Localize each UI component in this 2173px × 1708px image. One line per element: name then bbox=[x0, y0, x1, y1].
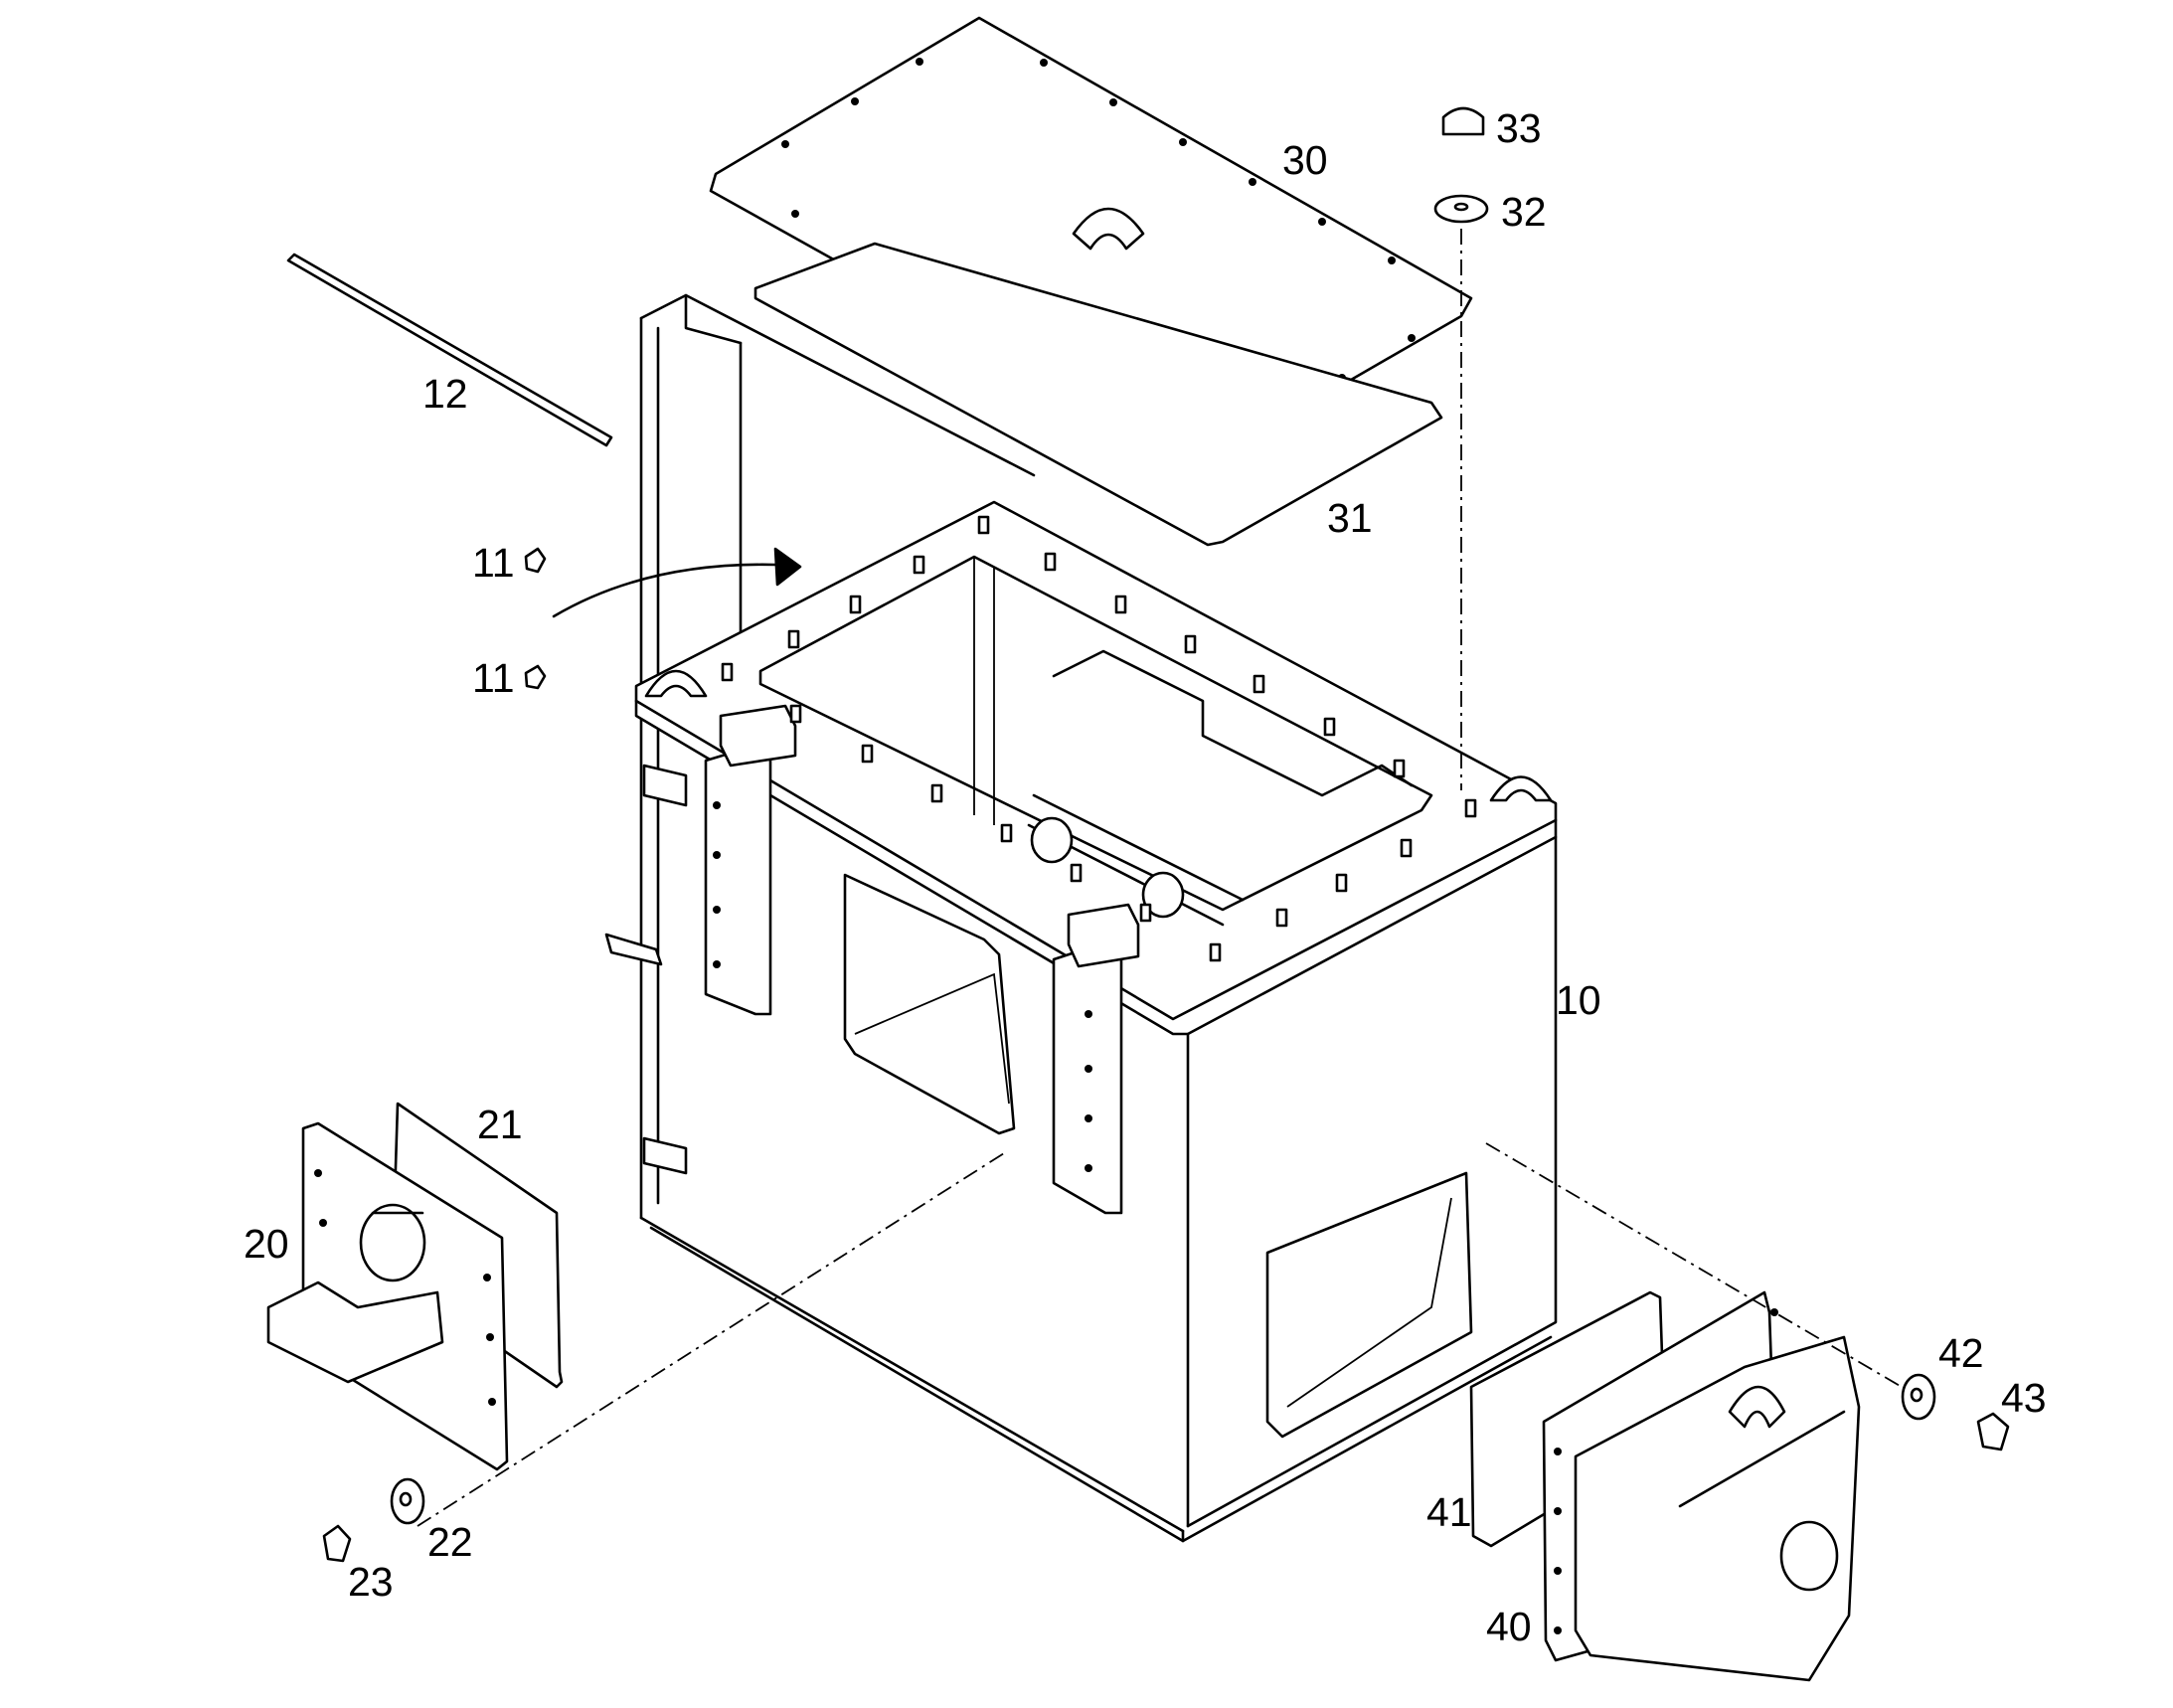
callout-labels: 10 11 11 12 20 21 22 23 30 31 32 33 40 4… bbox=[244, 105, 2047, 1649]
label-12: 12 bbox=[422, 371, 468, 417]
top-nut-washer bbox=[1433, 106, 1489, 224]
label-31: 31 bbox=[1327, 495, 1373, 541]
label-33: 33 bbox=[1496, 105, 1542, 151]
label-11b: 11 bbox=[472, 655, 515, 701]
label-32: 32 bbox=[1501, 189, 1547, 235]
label-40: 40 bbox=[1486, 1604, 1532, 1649]
label-43: 43 bbox=[2001, 1375, 2047, 1421]
insertion-arrow bbox=[552, 563, 777, 618]
label-20: 20 bbox=[244, 1221, 289, 1267]
right-alignment-line bbox=[1485, 1142, 1920, 1398]
label-30: 30 bbox=[1282, 137, 1328, 183]
label-21: 21 bbox=[477, 1102, 523, 1147]
sealing-strip bbox=[286, 253, 613, 447]
label-23: 23 bbox=[348, 1559, 394, 1605]
flange-studs bbox=[721, 515, 1477, 962]
arrow-head bbox=[773, 547, 802, 587]
left-nut-washer bbox=[322, 1477, 425, 1563]
housing-body bbox=[604, 293, 1558, 1543]
label-10: 10 bbox=[1556, 977, 1601, 1023]
left-alignment-line bbox=[417, 1152, 1005, 1527]
cover-gasket bbox=[753, 242, 1443, 547]
label-22: 22 bbox=[427, 1519, 473, 1565]
label-42: 42 bbox=[1938, 1330, 1984, 1376]
right-nut-washer bbox=[1901, 1373, 2010, 1452]
label-41: 41 bbox=[1426, 1489, 1472, 1535]
right-outlet-assembly bbox=[1469, 1290, 1861, 1682]
left-inlet-assembly bbox=[266, 1102, 564, 1471]
label-11a: 11 bbox=[472, 540, 515, 586]
screws bbox=[524, 547, 547, 690]
